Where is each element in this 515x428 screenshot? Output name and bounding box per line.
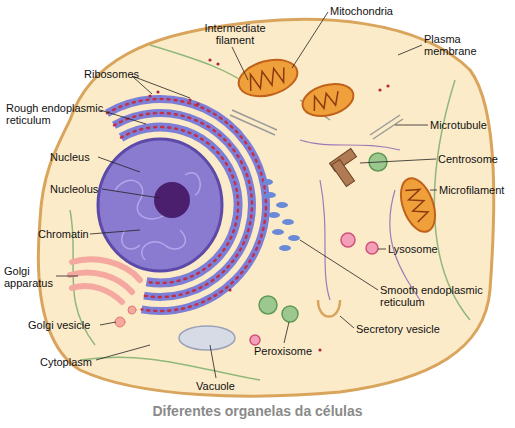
golgi-vesicle	[115, 317, 125, 327]
lysosome	[366, 242, 378, 254]
part-label: Smooth endoplasmic reticulum	[380, 284, 492, 308]
mitochondrion	[299, 79, 357, 121]
centriole	[331, 159, 354, 186]
part-label: Golgi vesicle	[28, 319, 108, 331]
smooth-er-tube	[279, 245, 291, 251]
part-label: Vacuole	[196, 380, 256, 392]
figure-caption: Diferentes organelas da células	[0, 403, 515, 419]
cristae	[247, 66, 288, 91]
filament-line	[80, 357, 260, 380]
part-label: Secretory vesicle	[356, 323, 466, 335]
nucleus	[98, 139, 222, 271]
peroxisome	[259, 296, 277, 314]
leader-line	[360, 159, 436, 163]
leader-line	[98, 157, 140, 172]
mitochondrion	[394, 174, 441, 237]
ribosome	[188, 98, 191, 101]
leader-line	[90, 230, 140, 234]
golgi-apparatus	[70, 259, 140, 327]
part-label: Nucleolus	[50, 183, 110, 195]
intermediate-filaments	[70, 45, 470, 380]
ribosome	[378, 88, 381, 91]
leader-line	[210, 345, 216, 378]
centrosome	[329, 148, 356, 186]
cristae	[311, 90, 342, 111]
secretory-vesicle	[318, 300, 340, 317]
part-label: Intermediate filament	[198, 22, 272, 46]
leader-line	[100, 322, 116, 325]
leader-line	[300, 240, 378, 290]
free-ribosomes	[148, 58, 389, 351]
cristae	[405, 186, 430, 223]
part-label: Cytoplasm	[40, 356, 110, 368]
lysosome	[341, 233, 355, 247]
leader-line	[340, 316, 354, 328]
part-label: Lysosome	[388, 243, 458, 255]
smooth-er-tube	[264, 192, 276, 198]
golgi-cisterna	[72, 286, 122, 302]
mito-body	[235, 54, 302, 102]
mito-body	[299, 79, 357, 121]
part-label: Nucleus	[50, 151, 110, 163]
leader-line	[100, 110, 146, 124]
ribosome	[318, 348, 321, 351]
ribosome	[148, 94, 151, 97]
microfilaments	[300, 140, 420, 300]
leader-line	[56, 276, 78, 277]
mitochondria	[235, 54, 442, 237]
leader-line	[284, 322, 289, 343]
peroxisome	[282, 306, 298, 322]
smooth-er-tube	[276, 202, 288, 208]
leader-line	[96, 345, 150, 360]
part-label: Golgi apparatus	[4, 265, 60, 289]
smooth-er-tube	[268, 212, 280, 218]
part-label: Plasma membrane	[424, 33, 488, 57]
microtubule-line	[232, 110, 277, 130]
nuclear-envelope	[98, 139, 222, 271]
leader-line	[292, 12, 328, 68]
chromatin	[115, 173, 200, 260]
leader-line	[395, 125, 428, 126]
leader-line	[398, 45, 422, 55]
ribosome	[208, 58, 211, 61]
ribosome	[228, 288, 231, 291]
ribosome	[216, 62, 219, 65]
part-label: Mitochondria	[330, 5, 420, 17]
smooth-er-tube	[282, 219, 294, 225]
plasma-membrane	[38, 19, 493, 396]
part-label: Ribosomes	[84, 68, 154, 80]
smooth-er-tube	[272, 229, 284, 235]
leader-line	[102, 189, 160, 198]
mitochondrion	[235, 54, 302, 102]
ribosome	[156, 90, 159, 93]
part-label: Microtubule	[430, 119, 510, 131]
vacuole	[179, 326, 235, 350]
leader-line	[132, 76, 190, 98]
smooth-er-tube	[263, 179, 273, 185]
part-label: Peroxisome	[254, 345, 334, 357]
ribosome	[196, 102, 199, 105]
smooth-er-tube	[288, 235, 300, 241]
leader-line	[232, 47, 248, 80]
mito-body	[394, 174, 441, 237]
lysosome	[250, 335, 260, 345]
ribosome	[386, 84, 389, 87]
nucleolus	[154, 182, 190, 218]
part-label: Chromatin	[38, 228, 98, 240]
part-label: Rough endoplasmic reticulum	[6, 102, 110, 126]
leader-line	[430, 190, 437, 191]
part-label: Centrosome	[438, 153, 514, 165]
leader-line	[378, 249, 386, 250]
microtubule-line	[373, 119, 403, 139]
golgi-vesicle	[128, 306, 136, 314]
microfilament-line	[320, 180, 330, 300]
part-label: Microfilament	[439, 184, 515, 196]
peroxisomes	[259, 153, 387, 322]
smooth-er	[263, 179, 300, 251]
